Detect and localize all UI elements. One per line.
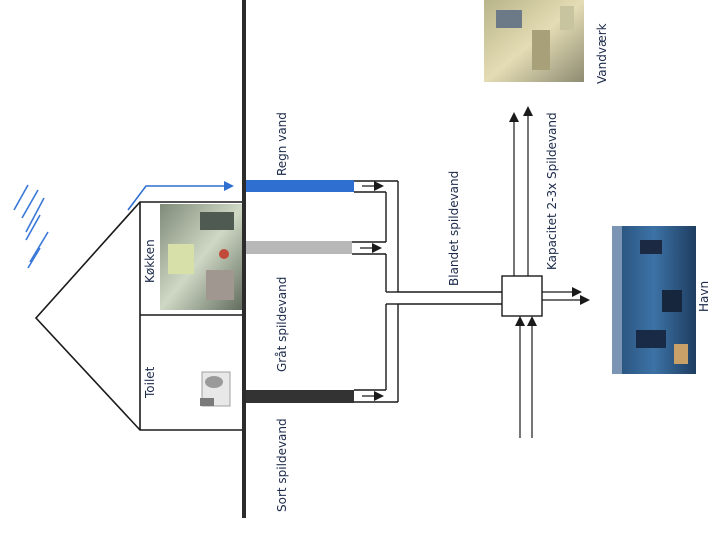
- waterworks-label: Vandværk: [595, 23, 609, 84]
- pipe-network: [352, 180, 502, 403]
- mixed-water-label: Blandet spildevand: [447, 171, 461, 286]
- toilet-icon: [200, 371, 231, 407]
- junction-box: [501, 275, 543, 317]
- harbor-photo: [612, 226, 696, 374]
- black-water-pipe: [246, 390, 354, 403]
- kitchen-photo: [160, 204, 244, 310]
- rain-drops: [13, 184, 49, 269]
- house: [34, 201, 244, 431]
- grey-water-label: Gråt spildevand: [275, 277, 289, 372]
- kitchen-label: Køkken: [143, 239, 157, 283]
- toilet-label: Toilet: [143, 366, 157, 399]
- waterworks-photo: [484, 0, 584, 82]
- rain-water-label: Regn vand: [275, 112, 289, 176]
- rain-water-pipe: [246, 180, 354, 192]
- grey-water-pipe: [246, 241, 352, 254]
- main-pipe: [509, 106, 590, 438]
- flow-arrows: [360, 181, 384, 401]
- capacity-label: Kapacitet 2-3x Spildevand: [545, 112, 559, 270]
- black-water-label: Sort spildevand: [275, 418, 289, 512]
- harbor-label: Havn: [697, 281, 711, 312]
- rain-runoff-arrow: [127, 181, 234, 211]
